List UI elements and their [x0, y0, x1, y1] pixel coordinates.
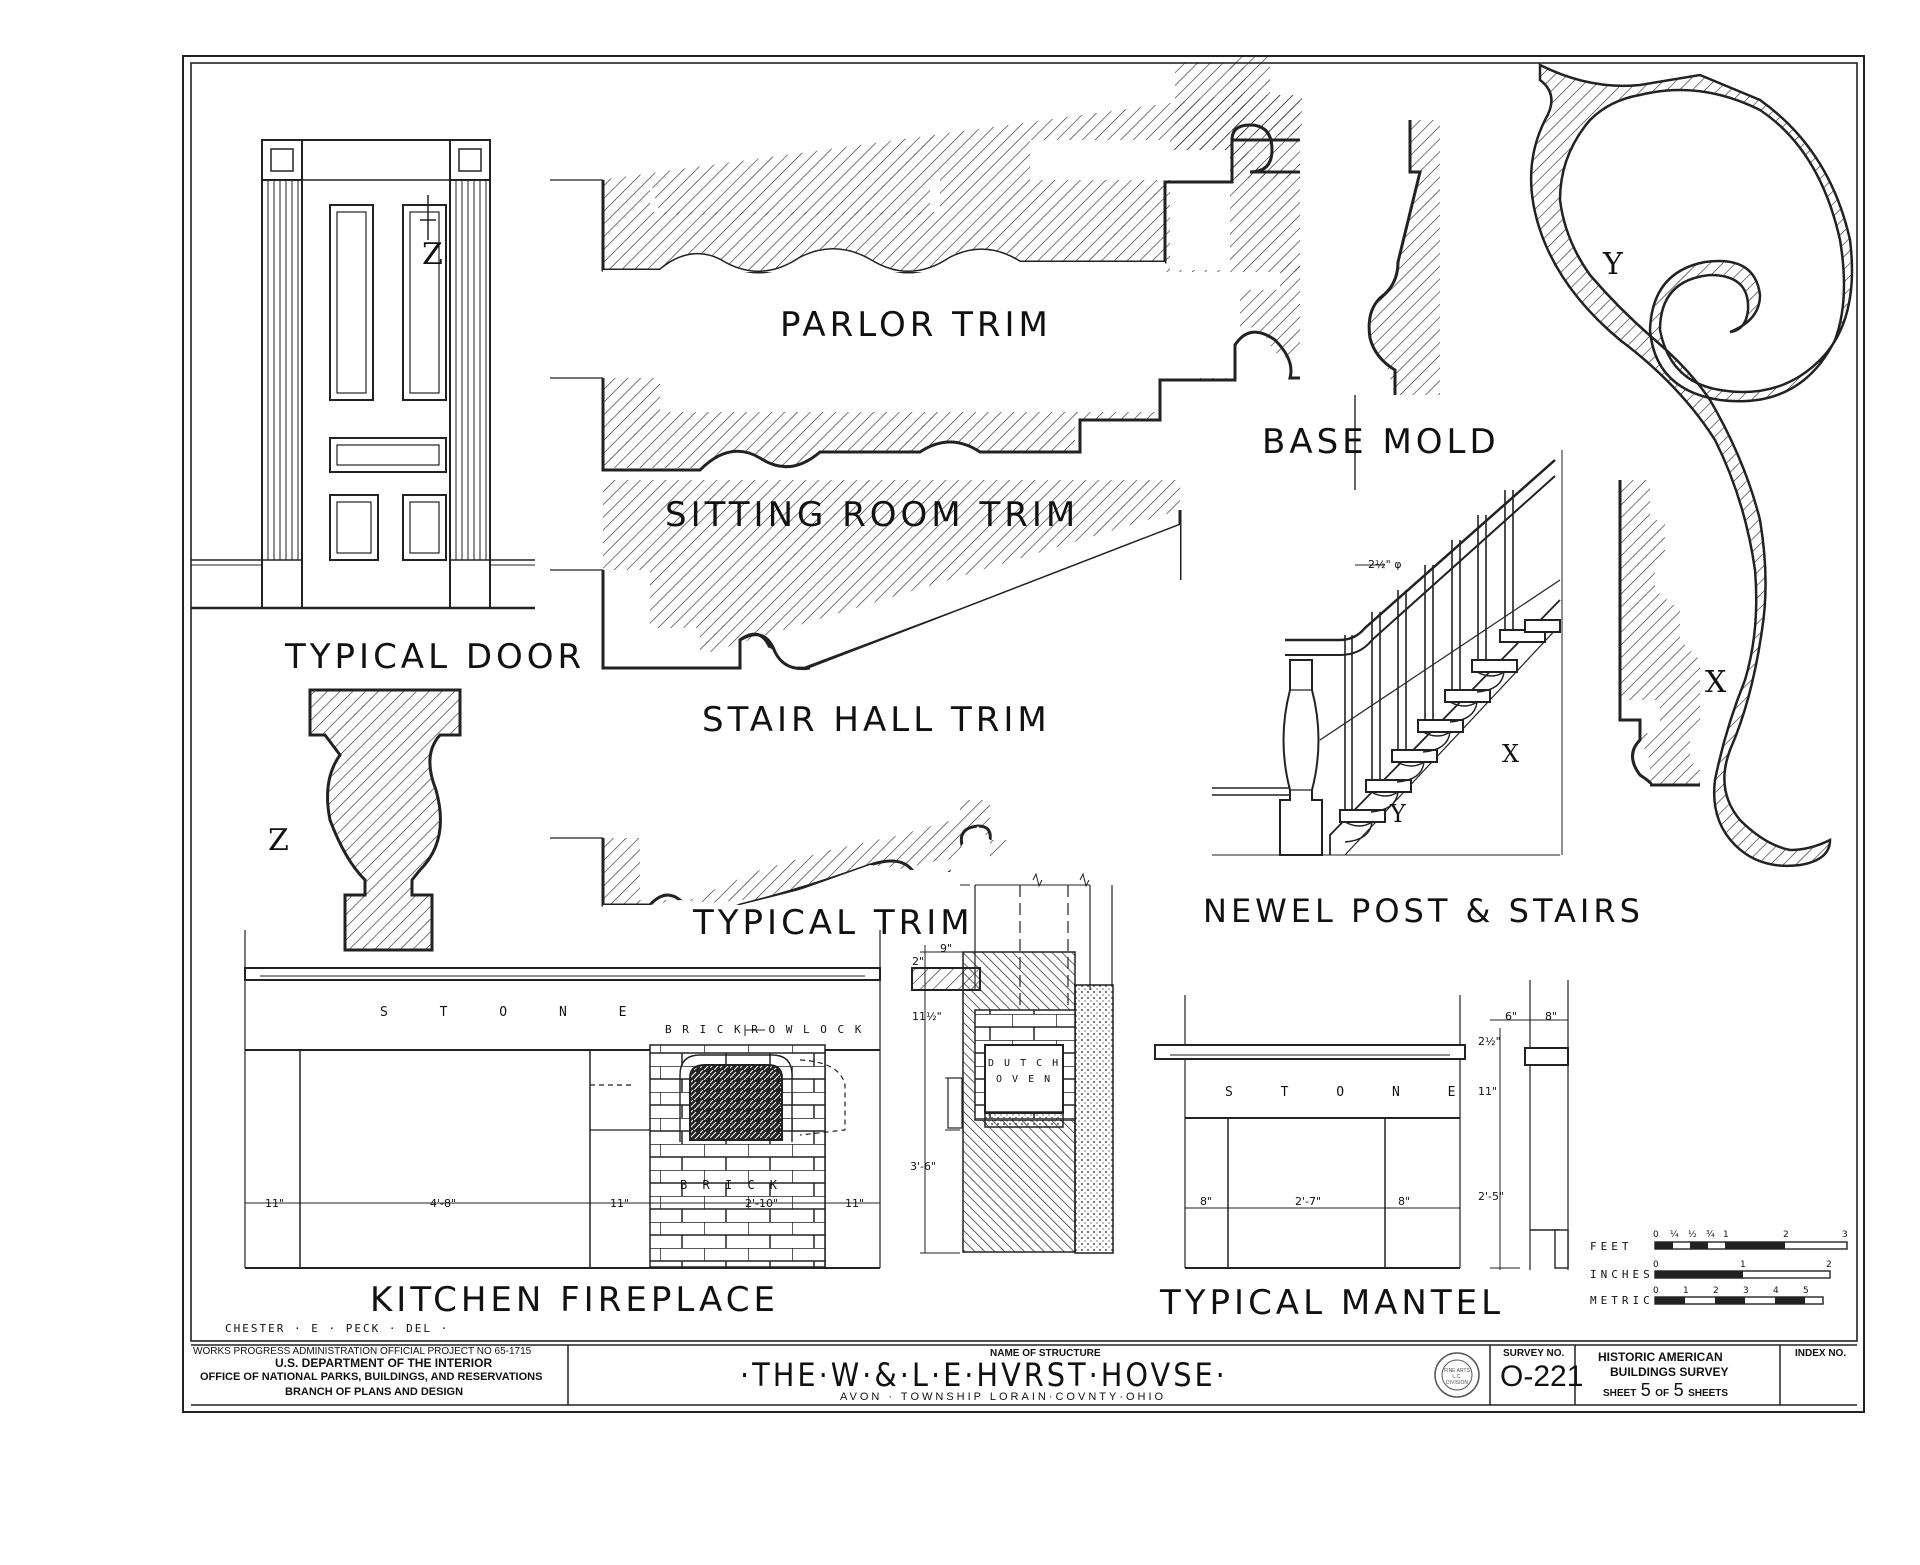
- label-stair-hall-trim: STAIR HALL TRIM: [702, 700, 1051, 740]
- dim-kf-11b: 11": [610, 1197, 630, 1210]
- note-stone-kitchen: S T O N E: [380, 1005, 649, 1020]
- title-block-frame: [191, 1344, 1864, 1413]
- note-dutch-oven-1: D U T C H: [988, 1058, 1061, 1069]
- scale-feet-tick-2: ½: [1688, 1230, 1697, 1240]
- tb-structure-name: ·THE·W·&·L·E·HVRST·HOVSE·: [740, 1356, 1228, 1394]
- tb-location: AVON · TOWNSHIP LORAIN·COVNTY·OHIO: [840, 1391, 1167, 1403]
- scale-metric-tick-0: 0: [1653, 1286, 1659, 1296]
- dim-tm-8a: 8": [1200, 1195, 1213, 1208]
- scale-metric-tick-5: 5: [1803, 1286, 1809, 1296]
- note-stone-mantel: S T O N E: [1225, 1085, 1476, 1100]
- dim-kf-11a: 11": [265, 1197, 285, 1210]
- tb-survey-number: O-221: [1500, 1360, 1584, 1393]
- tb-index-label: INDEX NO.: [1795, 1348, 1847, 1359]
- stair-hall-trim-profile: [550, 480, 1182, 700]
- dim-tm-8c: 8": [1545, 1010, 1558, 1023]
- scale-inch-tick-2: 2: [1826, 1260, 1832, 1270]
- note-brick-rowlock: B R I C K R O W L O C K: [665, 1023, 864, 1036]
- tb-sheet-word: SHEET: [1603, 1388, 1637, 1399]
- section-letter-y-stairs: Y: [1390, 800, 1406, 828]
- label-newel-post-stairs: NEWEL POST & STAIRS: [1203, 892, 1644, 930]
- scale-feet-tick-4: 1: [1723, 1230, 1729, 1240]
- scale-feet-tick-5: 2: [1783, 1230, 1789, 1240]
- label-typical-mantel: TYPICAL MANTEL: [1160, 1283, 1505, 1323]
- scale-metric-tick-3: 3: [1743, 1286, 1749, 1296]
- scale-feet-tick-3: ¾: [1706, 1230, 1715, 1240]
- scale-inch-tick-0: 0: [1653, 1260, 1659, 1270]
- note-dutch-oven-2: O V E N: [996, 1074, 1053, 1085]
- tb-sheet-total: 5: [1673, 1380, 1684, 1400]
- section-letter-x-stairs: X: [1502, 740, 1520, 768]
- tb-seal: FINE ARTS L.C. DIVISION: [1444, 1368, 1470, 1386]
- label-kitchen-fireplace: KITCHEN FIREPLACE: [370, 1280, 779, 1320]
- typical-door-drawing: [191, 139, 535, 610]
- tb-office: OFFICE OF NATIONAL PARKS, BUILDINGS, AND…: [200, 1371, 543, 1383]
- dim-tm-27: 2'-7": [1295, 1195, 1322, 1208]
- dim-tm-25: 2'-5": [1478, 1190, 1505, 1203]
- scale-metric-tick-1: 1: [1683, 1286, 1689, 1296]
- parlor-trim-profile: [550, 55, 1302, 274]
- scale-inch-tick-1: 1: [1740, 1260, 1746, 1270]
- tb-habs-line2: BUILDINGS SURVEY: [1610, 1365, 1729, 1379]
- dim-sec-11: 11½": [912, 1010, 942, 1023]
- label-sitting-room-trim: SITTING ROOM TRIM: [665, 495, 1080, 535]
- section-letter-y-bracket: Y: [1603, 247, 1623, 282]
- dim-sec-2: 2": [912, 955, 925, 968]
- typical-trim-profile: [550, 800, 1010, 920]
- dim-kf-48: 4'-8": [430, 1197, 457, 1210]
- scale-metric-tick-2: 2: [1713, 1286, 1719, 1296]
- label-parlor-trim: PARLOR TRIM: [780, 305, 1052, 345]
- scroll-bracket-profile: [1529, 62, 1854, 867]
- scale-feet-tick-1: ¼: [1670, 1230, 1679, 1240]
- kitchen-fireplace-drawing: [244, 930, 881, 1269]
- dim-tm-11: 11": [1478, 1085, 1498, 1098]
- baluster-section-z: [308, 688, 462, 952]
- scale-metric-tick-4: 4: [1773, 1286, 1779, 1296]
- newel-post-stairs-drawing: [1212, 450, 1563, 856]
- tb-name-label: NAME OF STRUCTURE: [990, 1348, 1101, 1359]
- label-typical-trim: TYPICAL TRIM: [693, 903, 974, 943]
- note-brick: B R I C K: [680, 1178, 782, 1192]
- tb-of-word: OF: [1655, 1388, 1670, 1399]
- scale-label-metric: METRIC: [1590, 1294, 1654, 1307]
- label-base-mold: BASE MOLD: [1262, 422, 1500, 462]
- scale-label-inches: INCHES: [1590, 1268, 1654, 1281]
- dim-kf-11c: 11": [845, 1197, 865, 1210]
- dim-kf-210: 2'-10": [745, 1197, 779, 1210]
- dim-sec-36: 3'-6": [910, 1160, 937, 1173]
- graphic-scale: [1654, 1241, 1848, 1305]
- section-letter-z-door: Z: [422, 237, 443, 272]
- scale-feet-tick-0: 0: [1653, 1230, 1659, 1240]
- tb-branch: BRANCH OF PLANS AND DESIGN: [285, 1386, 464, 1398]
- delineator-signature: CHESTER · E · PECK · DEL ·: [225, 1322, 450, 1335]
- fireplace-section-drawing: [911, 872, 1114, 1254]
- section-letter-x-bracket: X: [1705, 665, 1727, 700]
- tb-sheet-number: 5: [1640, 1380, 1651, 1400]
- tb-wpa-project: WORKS PROGRESS ADMINISTRATION OFFICIAL P…: [193, 1346, 532, 1357]
- tb-survey-label: SURVEY NO.: [1503, 1348, 1565, 1359]
- scale-label-feet: FEET: [1590, 1240, 1633, 1253]
- tb-sheet-line: SHEET 5 OF 5 SHEETS: [1603, 1380, 1728, 1401]
- dim-tm-6: 6": [1505, 1010, 1518, 1023]
- sitting-room-trim-profile: [550, 262, 1300, 472]
- dim-tm-8b: 8": [1398, 1195, 1411, 1208]
- section-letter-z-baluster: Z: [268, 823, 289, 858]
- tb-habs-line1: HISTORIC AMERICAN: [1598, 1350, 1723, 1364]
- dim-rail-diameter: 2½" φ: [1368, 558, 1402, 571]
- label-typical-door: TYPICAL DOOR: [285, 637, 586, 677]
- typical-mantel-drawing: [1154, 980, 1569, 1270]
- dim-tm-2: 2½": [1478, 1035, 1501, 1048]
- inner-border: [190, 62, 1858, 1342]
- scale-feet-tick-6: 3: [1842, 1230, 1848, 1240]
- tb-department: U.S. DEPARTMENT OF THE INTERIOR: [275, 1356, 493, 1370]
- tb-sheets-word: SHEETS: [1688, 1388, 1729, 1399]
- base-mold-profile: [1354, 120, 1440, 490]
- dim-sec-9: 9": [940, 942, 953, 955]
